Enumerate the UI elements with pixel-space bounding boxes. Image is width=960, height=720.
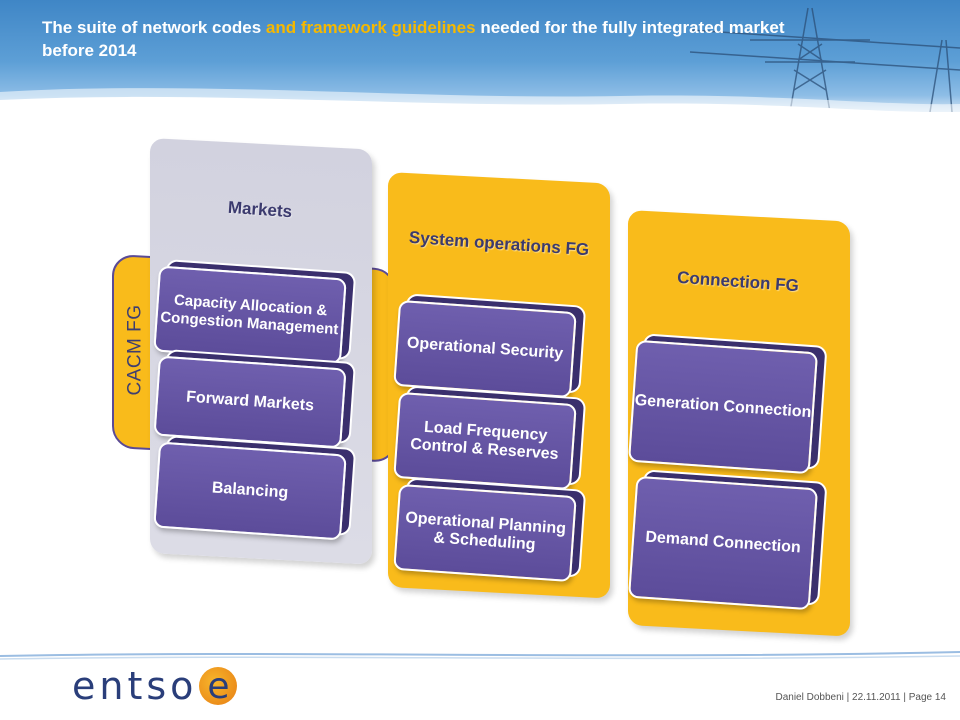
operational-planning-box: Operational Planning & Scheduling [393, 483, 577, 583]
entsoe-logo: entso e [72, 664, 238, 708]
header-wave [0, 88, 960, 112]
footer-credit: Daniel Dobbeni | 22.11.2011 | Page 14 [775, 692, 946, 703]
title-highlight: and framework guidelines [265, 18, 476, 37]
capacity-allocation-box: Capacity Allocation & Congestion Managem… [153, 265, 347, 365]
cacm-fg-label: CACM FG [125, 304, 147, 396]
page-title: The suite of network codes and framework… [42, 18, 785, 60]
forward-markets-box: Forward Markets [153, 355, 347, 449]
generation-connection-box: Generation Connection [627, 339, 819, 475]
balancing-box: Balancing [153, 441, 347, 541]
demand-connection-box: Demand Connection [627, 475, 819, 611]
header-banner: The suite of network codes and framework… [0, 0, 960, 112]
operational-security-box: Operational Security [393, 299, 577, 399]
footer-wave [0, 651, 960, 660]
logo-e-icon: e [199, 666, 238, 707]
load-frequency-control-box: Load Frequency Control & Reserves [393, 391, 577, 491]
power-pylon-icon [690, 7, 960, 112]
